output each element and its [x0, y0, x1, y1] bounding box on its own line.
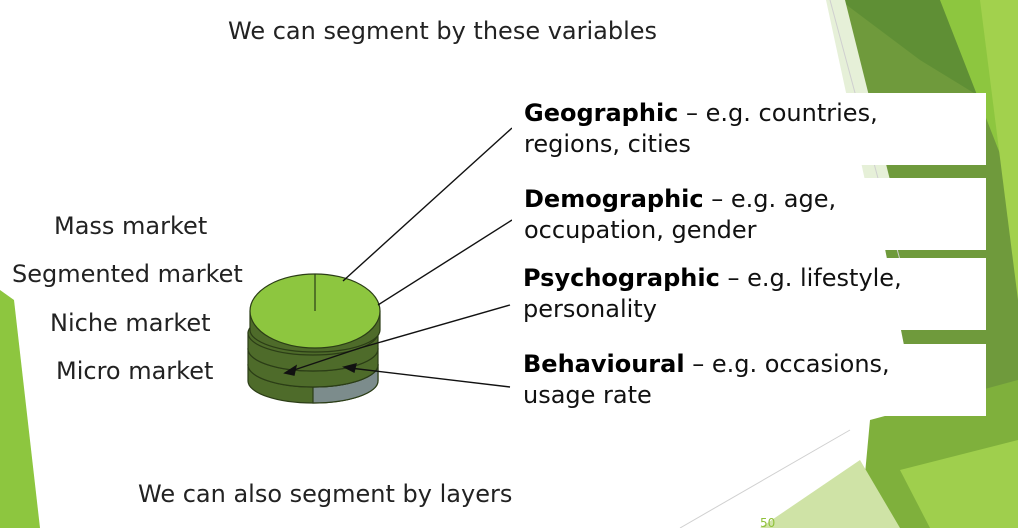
- variable-desc-line1: – e.g. lifestyle,: [719, 264, 902, 292]
- variable-desc-line1: – e.g. age,: [703, 185, 837, 213]
- level-label-segmented: Segmented market: [12, 260, 243, 288]
- variable-desc-line2: usage rate: [523, 381, 652, 409]
- variable-box-psychographic: Psychographic – e.g. lifestyle, personal…: [512, 258, 986, 330]
- variable-desc-line2: occupation, gender: [524, 216, 757, 244]
- variable-name: Psychographic: [523, 264, 720, 292]
- variable-desc-line1: – e.g. countries,: [678, 99, 878, 127]
- variable-box-behavioural: Behavioural – e.g. occasions, usage rate: [512, 344, 986, 416]
- variable-name: Geographic: [524, 99, 679, 127]
- variable-desc-line2: regions, cities: [524, 130, 691, 158]
- slide-footer-text: We can also segment by layers: [138, 480, 513, 508]
- segmentation-cylinder: [247, 273, 381, 404]
- slide-title: We can segment by these variables: [228, 17, 658, 45]
- variable-box-demographic: Demographic – e.g. age, occupation, gend…: [512, 178, 986, 250]
- variable-desc-line2: personality: [523, 295, 657, 323]
- page-number: 50: [760, 516, 776, 530]
- level-label-micro: Micro market: [56, 357, 214, 385]
- level-label-mass: Mass market: [54, 212, 208, 240]
- variable-name: Behavioural: [523, 350, 685, 378]
- variable-desc-line1: – e.g. occasions,: [684, 350, 890, 378]
- connector-lines: [283, 127, 513, 388]
- variable-name: Demographic: [524, 185, 704, 213]
- decorative-left-shape: [0, 290, 40, 528]
- variable-box-geographic: Geographic – e.g. countries, regions, ci…: [512, 93, 986, 165]
- level-label-niche: Niche market: [50, 309, 211, 337]
